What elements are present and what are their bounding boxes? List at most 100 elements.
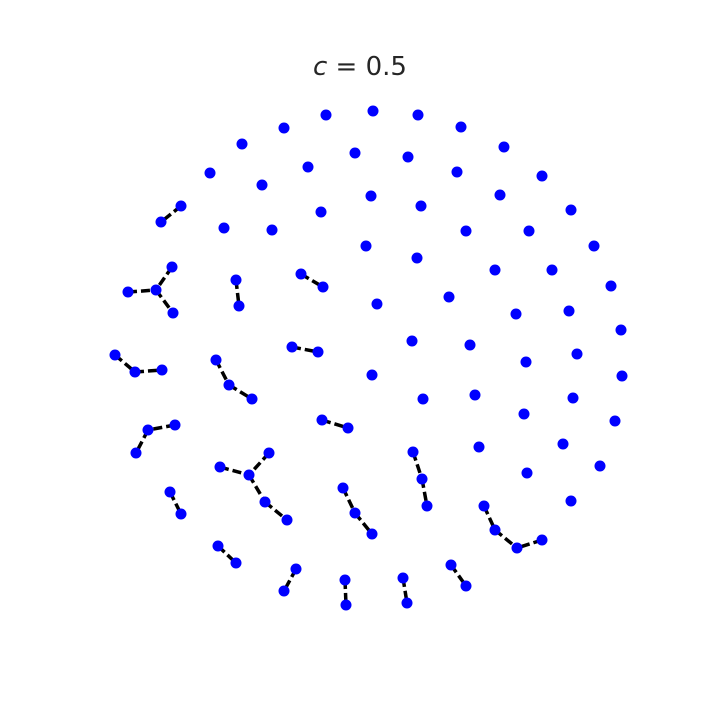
graph-node [210,354,222,366]
graph-node [320,109,332,121]
graph-node [164,486,176,498]
graph-node [536,170,548,182]
graph-node [290,563,302,575]
graph-node [565,204,577,216]
graph-node [266,224,278,236]
graph-node [494,189,506,201]
graph-node [169,419,181,431]
graph-node [615,324,627,336]
graph-node [464,339,476,351]
graph-node [166,261,178,273]
graph-node [150,284,162,296]
graph-node [445,559,457,571]
graph-node [616,370,628,382]
graph-node [337,482,349,494]
graph-node [243,469,255,481]
graph-node [360,240,372,252]
graph-node [402,151,414,163]
graph-node [523,225,535,237]
graph-node [214,461,226,473]
graph-node [156,364,168,376]
graph-node [421,500,433,512]
graph-node [594,460,606,472]
graph-node [122,286,134,298]
graph-node [286,341,298,353]
graph-node [175,508,187,520]
graph-node [511,542,523,554]
graph-node [130,447,142,459]
graph-node [212,540,224,552]
graph-node [278,585,290,597]
graph-node [521,467,533,479]
graph-node [155,216,167,228]
graph-node [571,348,583,360]
graph-node [281,514,293,526]
graph-node [233,300,245,312]
graph-node [142,424,154,436]
graph-node [263,447,275,459]
graph-node [236,138,248,150]
graph-node [230,274,242,286]
graph-node [367,105,379,117]
graph-node [218,222,230,234]
graph-node [365,190,377,202]
graph-node [588,240,600,252]
graph-node [204,167,216,179]
graph-node [557,438,569,450]
graph-node [455,121,467,133]
graph-node [520,356,532,368]
chart-title: c = 0.5 [0,52,720,82]
graph-node [349,507,361,519]
graph-node [407,446,419,458]
graph-node [342,422,354,434]
graph-node [366,528,378,540]
graph-node [412,109,424,121]
graph-node [129,366,141,378]
graph-node [510,308,522,320]
graph-node [489,264,501,276]
graph-edges [113,204,543,606]
graph-node [295,268,307,280]
graph-node [316,414,328,426]
graph-node [443,291,455,303]
graph-node [315,206,327,218]
title-equals: = [327,52,366,82]
graph-node [498,141,510,153]
graph-node [478,500,490,512]
title-value: 0.5 [365,52,407,82]
graph-node [567,392,579,404]
graph-node [417,393,429,405]
graph-node [397,572,409,584]
graph-node [406,335,418,347]
graph-node [518,408,530,420]
graph-node [175,200,187,212]
graph-node [401,597,413,609]
graph-node [536,534,548,546]
graph-node [167,307,179,319]
graph-node [246,393,258,405]
title-variable: c [313,52,328,82]
graph-node [349,147,361,159]
graph-node [256,179,268,191]
graph-node [473,441,485,453]
graph-node [109,349,121,361]
graph-node [371,298,383,310]
graph-node [302,161,314,173]
graph-node [411,252,423,264]
graph-node [546,264,558,276]
graph-node [460,225,472,237]
graph-node [609,415,621,427]
graph-node [563,305,575,317]
graph-node [223,379,235,391]
graph-node [340,599,352,611]
graph-node [366,369,378,381]
graph-node [415,200,427,212]
graph-node [451,166,463,178]
graph-node [469,389,481,401]
graph-node [416,473,428,485]
graph-node [312,346,324,358]
graph-node [565,495,577,507]
graph-node [460,580,472,592]
graph-node [259,496,271,508]
